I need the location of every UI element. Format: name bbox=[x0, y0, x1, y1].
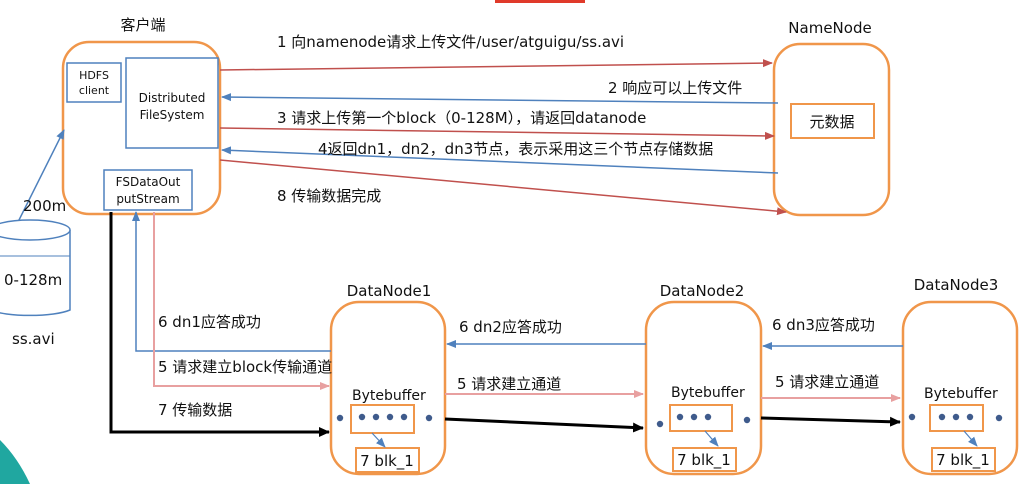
msg4-label: 4返回dn1，dn2，dn3节点，表示采用这三个节点存储数据 bbox=[318, 140, 713, 158]
msg7-arrow bbox=[109, 212, 330, 437]
hdfs-client-box bbox=[66, 62, 122, 103]
datanode3-blk-box bbox=[931, 447, 996, 472]
msg2-arrow bbox=[221, 93, 779, 104]
dfs-label-1: Distributed bbox=[139, 91, 206, 105]
datanode3-blk-label: 7 blk_1 bbox=[936, 451, 990, 470]
file-to-client-arrow bbox=[17, 129, 65, 223]
msg3-arrow bbox=[219, 127, 775, 140]
msg5-dn23-label: 5 请求建立通道 bbox=[775, 373, 879, 391]
packet-dots bbox=[336, 413, 1003, 428]
fsdos-label-2: putStream bbox=[116, 192, 179, 206]
hdfs-client-label-2: client bbox=[79, 84, 110, 97]
fsdos-label-1: FSDataOut bbox=[116, 175, 181, 189]
datanode1-blk-arrow bbox=[371, 432, 386, 448]
datanode2-blk-box bbox=[672, 447, 737, 472]
msg5-client-label: 5 请求建立block传输通道 bbox=[158, 358, 332, 376]
msg4-arrow bbox=[221, 146, 779, 174]
title-fragment bbox=[495, 0, 585, 3]
file-name-label: ss.avi bbox=[12, 330, 55, 348]
file-cylinder bbox=[0, 219, 71, 317]
datanode3-blk-arrow bbox=[963, 430, 978, 447]
datanode2-title: DataNode2 bbox=[660, 282, 745, 300]
msg6-dn3-label: 6 dn3应答成功 bbox=[772, 316, 875, 334]
file-size-label: 200m bbox=[23, 197, 66, 215]
msg8-arrow bbox=[219, 159, 787, 216]
msg3-label: 3 请求上传第一个block（0-128M），请返回datanode bbox=[277, 109, 646, 127]
datanode2-blk-arrow bbox=[704, 430, 719, 447]
datanode2-blk-label: 7 blk_1 bbox=[677, 451, 731, 470]
msg5-dn12-label: 5 请求建立通道 bbox=[457, 375, 561, 393]
datanode3-buffer-label: Bytebuffer bbox=[924, 386, 998, 402]
datanode1-blk-label: 7 blk_1 bbox=[360, 452, 414, 471]
metadata-box bbox=[790, 103, 875, 139]
metadata-label: 元数据 bbox=[809, 113, 854, 131]
dn1-to-dn2-data-arrow bbox=[444, 417, 644, 433]
msg8-label: 8 传输数据完成 bbox=[277, 187, 381, 205]
msg1-arrow bbox=[219, 59, 773, 71]
datanode2-buffer-label: Bytebuffer bbox=[671, 385, 745, 401]
msg7-label: 7 传输数据 bbox=[158, 401, 232, 419]
datanode1-blk-box bbox=[355, 447, 420, 473]
datanode3-title: DataNode3 bbox=[914, 276, 999, 294]
hdfs-client-label-1: HDFS bbox=[79, 69, 109, 82]
client-title: 客户端 bbox=[120, 16, 165, 34]
distributed-filesystem-box bbox=[125, 57, 219, 149]
msg6-dn1-label: 6 dn1应答成功 bbox=[158, 313, 261, 331]
msg6-dn2-label: 6 dn2应答成功 bbox=[459, 318, 562, 336]
msg1-label: 1 向namenode请求上传文件/user/atguigu/ss.avi bbox=[277, 33, 624, 51]
namenode-title: NameNode bbox=[788, 19, 871, 37]
fsdataoutputstream-box bbox=[103, 169, 193, 211]
dn2-to-dn3-data-arrow bbox=[760, 416, 901, 427]
datanode1-title: DataNode1 bbox=[347, 282, 432, 300]
msg5-client-arrow bbox=[153, 212, 330, 390]
file-block-label: 0-128m bbox=[4, 271, 62, 289]
corner-decoration bbox=[0, 440, 30, 484]
msg2-label: 2 响应可以上传文件 bbox=[608, 79, 742, 97]
datanode1-buffer-label: Bytebuffer bbox=[352, 388, 426, 404]
msg6-dn1-arrow bbox=[132, 211, 331, 352]
datanode3-buffer-box bbox=[929, 404, 984, 432]
dfs-label-2: FileSystem bbox=[140, 108, 205, 122]
